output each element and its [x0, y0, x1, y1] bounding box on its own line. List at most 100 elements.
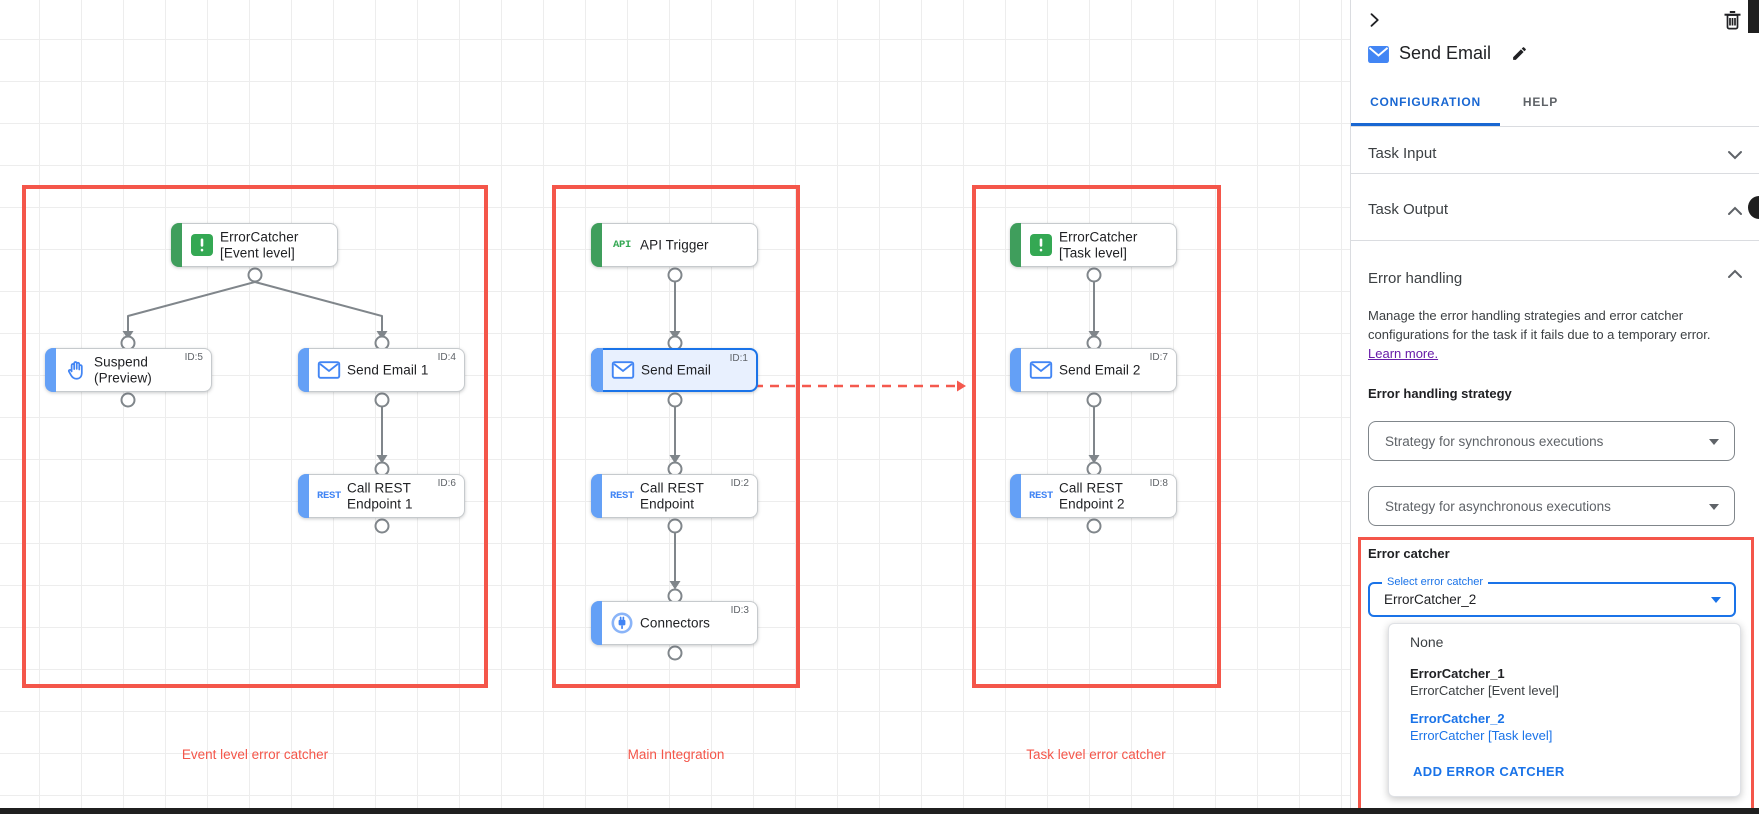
group-label-main-integration: Main Integration: [627, 747, 725, 762]
sync-strategy-value: Strategy for synchronous executions: [1385, 433, 1604, 449]
node-title: API Trigger: [640, 237, 709, 253]
chevron-right-icon: [1370, 13, 1379, 27]
mail-icon-wrap: [315, 357, 343, 383]
node-accent-bar: [591, 474, 602, 518]
node-id-label: ID:3: [730, 605, 749, 616]
api-trigger-icon: API: [612, 239, 631, 251]
right-edge-artifact: [1748, 196, 1759, 219]
node-id-label: ID:8: [1149, 478, 1168, 489]
tab-help[interactable]: HELP: [1522, 95, 1559, 109]
menu-item-none[interactable]: None: [1410, 634, 1444, 650]
active-tab-indicator: [1351, 123, 1500, 126]
chevron-down-icon[interactable]: [1727, 147, 1743, 165]
section-task-input[interactable]: Task Input: [1368, 145, 1437, 162]
mail-icon: [1029, 361, 1053, 379]
edges-layer: [120, 254, 1102, 661]
task-config-panel: Send Email CONFIGURATION HELP Task Input…: [1350, 0, 1759, 814]
node-id-label: ID:4: [437, 352, 456, 363]
delete-task-button[interactable]: [1723, 9, 1742, 30]
async-strategy-select[interactable]: Strategy for asynchronous executions: [1368, 486, 1735, 526]
node-title: Send Email 2: [1059, 362, 1141, 378]
menu-item-errorcatcher-2-subtitle[interactable]: ErrorCatcher [Task level]: [1410, 728, 1553, 743]
node-title: ErrorCatcher[Event level]: [220, 229, 299, 261]
node-errorcatcher-event-level[interactable]: ErrorCatcher[Event level]: [171, 223, 338, 267]
rest-icon: REST: [609, 490, 634, 502]
sync-strategy-select[interactable]: Strategy for synchronous executions: [1368, 421, 1735, 461]
mail-icon: [317, 361, 341, 379]
rest-icon-wrap: REST: [608, 483, 636, 509]
node-id-label: ID:7: [1149, 352, 1168, 363]
node-accent-bar: [298, 474, 309, 518]
bottom-edge-bar: [0, 808, 1759, 814]
node-id-label: ID:6: [437, 478, 456, 489]
divider: [1351, 126, 1759, 127]
node-id-label: ID:5: [184, 352, 203, 363]
select-error-catcher-label: Select error catcher: [1382, 576, 1488, 588]
add-error-catcher-button[interactable]: ADD ERROR CATCHER: [1413, 764, 1565, 779]
connectors-icon: [611, 612, 633, 634]
node-id-label: ID:2: [730, 478, 749, 489]
group-box-task-level-error-catcher: [972, 185, 1221, 688]
error-catcher-icon: [1030, 234, 1052, 256]
task-type-mail-icon: [1367, 45, 1390, 69]
caret-down-icon: [1709, 504, 1719, 510]
node-accent-bar: [1010, 348, 1021, 392]
learn-more-link[interactable]: Learn more.: [1368, 346, 1439, 361]
group-box-main-integration: [552, 185, 800, 688]
strategy-label: Error handling strategy: [1368, 386, 1512, 401]
chevron-up-icon[interactable]: [1727, 266, 1743, 284]
group-box-event-level-error-catcher: [22, 185, 488, 688]
node-accent-bar: [591, 223, 602, 267]
node-suspend-preview[interactable]: Suspend(Preview)ID:5: [45, 348, 212, 392]
divider: [1351, 240, 1759, 241]
chevron-up-icon[interactable]: [1727, 203, 1743, 221]
node-accent-bar: [591, 601, 602, 645]
node-title: ErrorCatcher[Task level]: [1059, 229, 1138, 261]
node-api-trigger[interactable]: API API Trigger: [591, 223, 758, 267]
hand-icon: [68, 361, 83, 380]
error-catcher-value: ErrorCatcher_2: [1384, 592, 1477, 607]
description-text: Manage the error handling strategies and…: [1368, 308, 1711, 342]
node-send-email-2[interactable]: Send Email 2 ID:7: [1010, 348, 1177, 392]
rest-icon: REST: [1028, 490, 1053, 502]
node-accent-bar: [1010, 223, 1021, 267]
caret-down-icon: [1709, 439, 1719, 445]
node-accent-bar: [591, 348, 603, 392]
node-id-label: ID:1: [729, 353, 748, 364]
trash-icon: [1724, 11, 1741, 30]
caret-down-icon: [1711, 597, 1721, 603]
collapse-panel-button[interactable]: [1364, 10, 1384, 30]
error-catcher-select[interactable]: Select error catcher ErrorCatcher_2: [1368, 576, 1736, 617]
node-accent-bar: [45, 348, 56, 392]
edit-task-name-button[interactable]: [1511, 45, 1528, 62]
node-errorcatcher-task-level[interactable]: ErrorCatcher[Task level]: [1010, 223, 1177, 267]
error-icon-wrap: [1027, 232, 1055, 258]
menu-item-errorcatcher-2[interactable]: ErrorCatcher_2: [1410, 711, 1505, 726]
error-icon-wrap: [188, 232, 216, 258]
divider: [1351, 173, 1759, 174]
mail-icon-wrap: [609, 357, 637, 383]
error-catcher-icon: [191, 234, 213, 256]
node-title: Connectors: [640, 615, 711, 631]
section-error-handling[interactable]: Error handling: [1368, 270, 1463, 287]
menu-item-errorcatcher-1-subtitle[interactable]: ErrorCatcher [Event level]: [1410, 683, 1559, 698]
error-catcher-menu: None ErrorCatcher_1 ErrorCatcher [Event …: [1388, 623, 1741, 797]
tab-configuration[interactable]: CONFIGURATION: [1370, 95, 1481, 109]
rest-icon-wrap: REST: [315, 483, 343, 509]
section-task-output[interactable]: Task Output: [1368, 201, 1449, 218]
mail-icon-wrap: [1027, 357, 1055, 383]
node-connectors[interactable]: Connectors ID:3: [591, 601, 758, 645]
node-accent-bar: [298, 348, 309, 392]
panel-title: Send Email: [1399, 43, 1492, 63]
menu-item-errorcatcher-1[interactable]: ErrorCatcher_1: [1410, 666, 1505, 681]
hand-icon-wrap: [62, 357, 90, 383]
